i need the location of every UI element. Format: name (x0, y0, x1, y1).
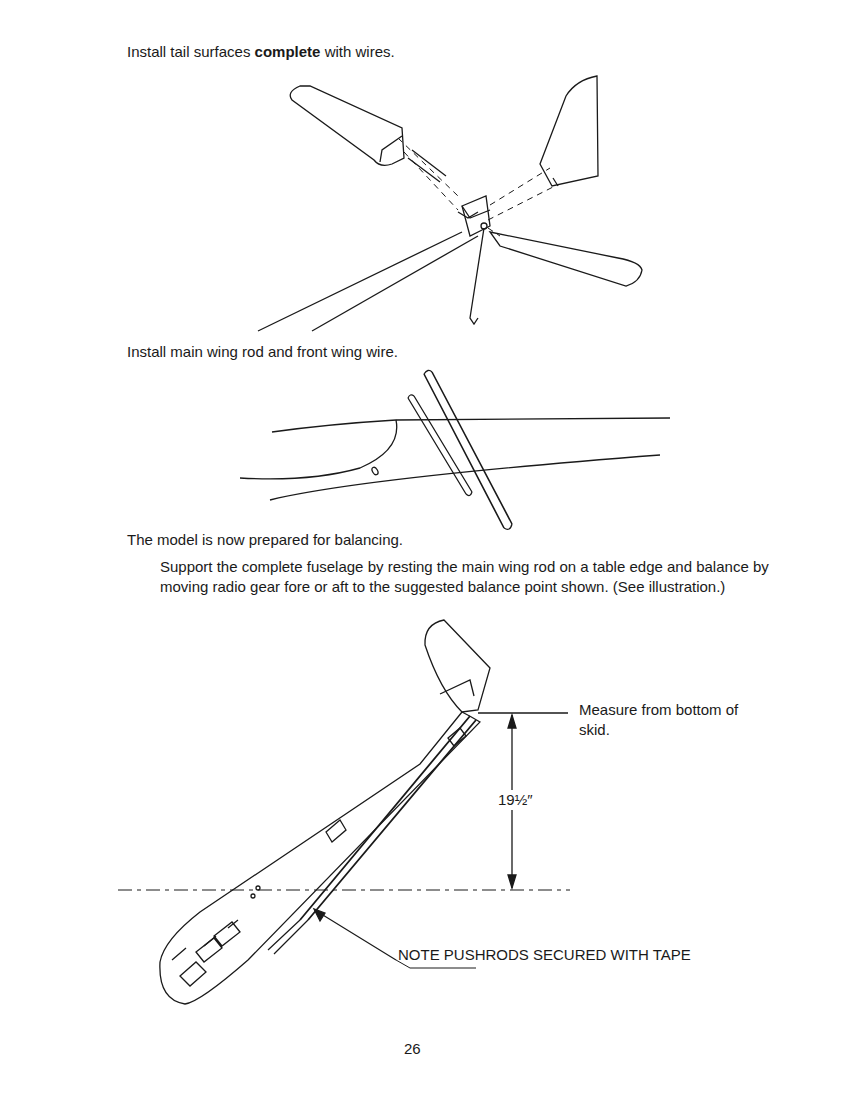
dimension-value: 19½″ (495, 790, 536, 810)
callout-note: NOTE PUSHRODS SECURED WITH TAPE (398, 945, 691, 965)
instruction-text: Install tail surfaces (127, 43, 250, 60)
dimension-note: Measure from bottom of skid. (579, 700, 739, 740)
instruction-text: with wires. (325, 43, 395, 60)
instruction-line: Install tail surfaces completewith wires. (127, 42, 399, 62)
instruction-paragraph: Support the complete fuselage by resting… (160, 557, 772, 597)
tail-assembly (258, 76, 642, 331)
wing-rod-drawing (240, 370, 670, 529)
instruction-text: Install main wing rod and front wing wir… (127, 342, 398, 362)
instruction-text: The model is now prepared for balancing. (127, 530, 403, 550)
page-number: 26 (404, 1039, 421, 1059)
emphasis-text: complete (255, 43, 321, 60)
